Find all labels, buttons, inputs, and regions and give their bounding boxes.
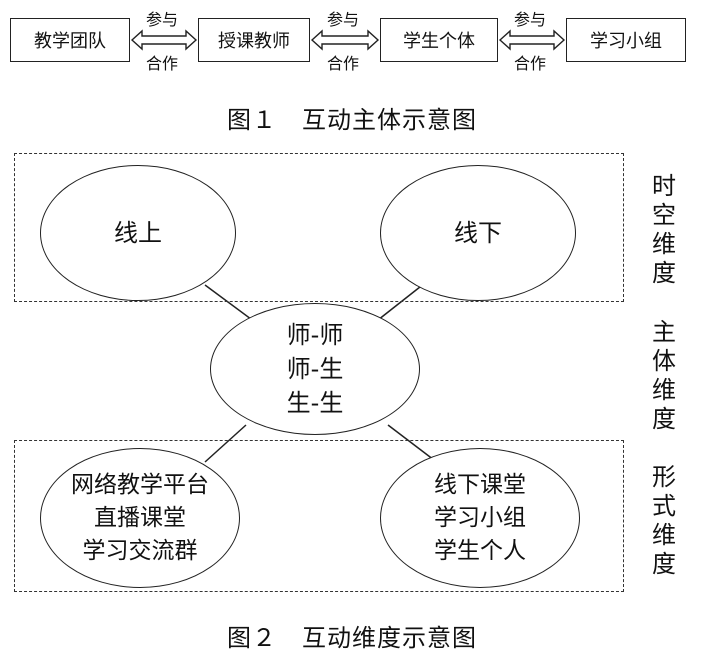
double-arrow-1 (130, 29, 198, 51)
connector-center-right (387, 424, 435, 461)
box-student-individual: 学生个体 (380, 18, 498, 62)
dashed-region-time-space (14, 153, 624, 302)
side-label-form-text: 形式维度 (652, 463, 676, 578)
ellipse-offline-label: 线下 (454, 219, 502, 247)
connector-online-center (204, 284, 256, 323)
center-line-3: 生-生 (286, 389, 344, 417)
offline-form-1: 线下课堂 (434, 471, 526, 498)
arrow-label-bottom-2: 合作 (327, 54, 360, 73)
dashed-region-form (14, 440, 624, 592)
ellipse-offline-forms: 线下课堂 学习小组 学生个人 (380, 448, 580, 588)
connector-center-left (204, 424, 247, 463)
double-arrow-2 (310, 29, 380, 51)
online-form-2: 直播课堂 (94, 504, 186, 531)
online-form-1: 网络教学平台 (71, 471, 209, 498)
box-lecturer: 授课教师 (198, 18, 310, 62)
figure2-caption: 图２ 互动维度示意图 (227, 624, 477, 652)
offline-form-3: 学生个人 (434, 537, 526, 564)
center-line-1: 师-师 (286, 321, 344, 349)
side-label-form: 形式维度 (646, 463, 682, 579)
box-teaching-team: 教学团队 (10, 18, 130, 62)
side-label-subject: 主体维度 (646, 318, 682, 434)
side-label-time-space-text: 时空维度 (652, 172, 676, 287)
figure1-caption: 图１ 互动主体示意图 (227, 106, 477, 134)
offline-form-2: 学习小组 (434, 504, 526, 531)
online-form-3: 学习交流群 (82, 537, 198, 564)
ellipse-online-label: 线上 (114, 219, 162, 247)
center-line-2: 师-生 (286, 355, 344, 383)
ellipse-center-subjects: 师-师 师-生 生-生 (210, 303, 420, 435)
box-study-group: 学习小组 (566, 18, 686, 62)
ellipse-online-forms: 网络教学平台 直播课堂 学习交流群 (40, 448, 240, 588)
ellipse-online: 线上 (40, 165, 236, 301)
arrow-label-bottom-3: 合作 (514, 54, 547, 73)
side-label-time-space: 时空维度 (646, 172, 682, 288)
double-arrow-3 (498, 29, 566, 51)
arrow-label-bottom-1: 合作 (146, 54, 179, 73)
arrow-label-top-3: 参与 (514, 10, 547, 29)
ellipse-offline: 线下 (380, 165, 576, 301)
side-label-subject-text: 主体维度 (652, 318, 676, 433)
arrow-label-top-1: 参与 (146, 10, 179, 29)
arrow-label-top-2: 参与 (327, 10, 360, 29)
